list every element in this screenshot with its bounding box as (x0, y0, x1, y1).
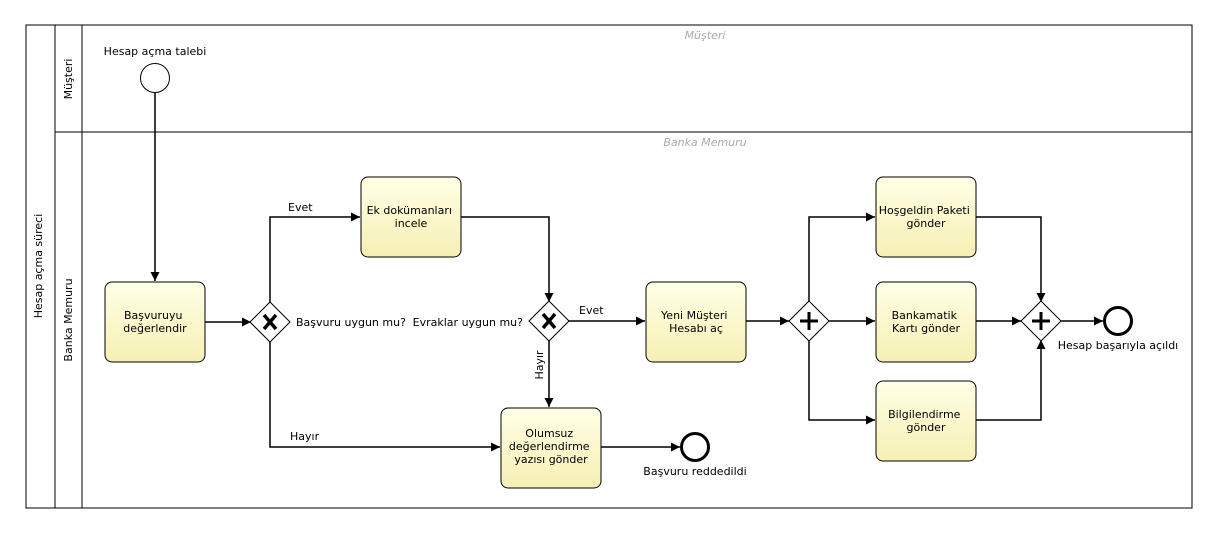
task-new-customer[interactable]: Yeni Müşteri Hesabı aç (645, 281, 747, 363)
flow-extra-to-g2 (461, 216, 554, 302)
end-event-rejected[interactable] (680, 432, 710, 462)
sequence-flows (150, 93, 1103, 452)
task-info-line1: Bilgilendirme (888, 408, 961, 421)
task-welcome-pack[interactable]: Hoşgeldin Paketi gönder (875, 176, 977, 258)
start-event[interactable] (140, 63, 170, 93)
task-welcome-pack-line2: gönder (907, 217, 946, 230)
end-event-success-label: Hesap başarıyla açıldı (1058, 339, 1179, 352)
parallel-plus-icon (800, 312, 818, 330)
gateway-application-ok[interactable] (249, 301, 291, 343)
flow-g1-yes (269, 212, 360, 303)
task-atm-card-line1: Bankamatik (892, 309, 958, 322)
task-evaluate-line1: Başvuruyu (124, 309, 182, 322)
task-evaluate-line2: değerlendir (123, 322, 187, 335)
gateway-parallel-join[interactable] (1020, 300, 1062, 342)
flow-label-g1-yes: Evet (288, 201, 313, 214)
flow-g1-no (269, 341, 500, 452)
exclusive-x-icon (541, 312, 557, 330)
pool: Hesap açma süreci (25, 24, 1193, 509)
task-extra-docs[interactable]: Ek dokümanları incele (360, 176, 462, 258)
gateway-documents-ok[interactable] (528, 300, 570, 342)
task-extra-docs-line2: incele (395, 217, 428, 230)
task-negative-letter-line3: yazısı gönder (514, 453, 588, 466)
svg-text:Yeni Müşteri Hesabı aç: Yeni Müşteri Hesabı aç (660, 309, 731, 335)
task-new-customer-line2: Hesabı aç (669, 322, 723, 335)
flow-fork-to-welcome (808, 212, 875, 302)
flow-label-g1-no: Hayır (290, 430, 320, 443)
svg-text:Bankamatik Kartı gönder: Bankamatik Kartı gönder (892, 309, 961, 335)
task-atm-card[interactable]: Bankamatik Kartı gönder (875, 281, 977, 363)
lane-clerk-title: Banka Memuru (663, 136, 746, 149)
flow-fork-to-info (808, 340, 875, 425)
task-info[interactable]: Bilgilendirme gönder (875, 380, 977, 462)
flow-info-to-join (975, 340, 1046, 421)
task-info-line2: gönder (907, 421, 946, 434)
task-welcome-pack-line1: Hoşgeldin Paketi (879, 204, 970, 217)
gateway-documents-ok-label: Evraklar uygun mu? (413, 316, 524, 329)
gateway-application-ok-label: Başvuru uygun mu? (296, 316, 406, 329)
lane-clerk: Banka Memuru Banka Memuru (62, 136, 747, 362)
flow-label-g2-yes: Evet (579, 304, 604, 317)
svg-text:Ek dokümanları incele: Ek dokümanları incele (367, 204, 456, 230)
task-atm-card-line2: Kartı gönder (892, 322, 961, 335)
task-negative-letter[interactable]: Olumsuz değerlendirme yazısı gönder (500, 407, 602, 489)
flow-label-g2-no: Hayır (533, 350, 546, 380)
lane-customer: Müşteri Müşteri (55, 25, 1192, 508)
end-event-success[interactable] (1103, 306, 1133, 336)
lane-customer-label: Müşteri (62, 59, 75, 100)
gateway-parallel-fork[interactable] (788, 300, 830, 342)
task-new-customer-line1: Yeni Müşteri (660, 309, 727, 322)
svg-text:Bilgilendirme gönder: Bilgilendirme gönder (888, 408, 964, 434)
task-evaluate[interactable]: Başvuruyu değerlendir (104, 281, 206, 363)
lane-clerk-label: Banka Memuru (62, 278, 75, 361)
svg-text:Olumsuz değerlendirme: Olumsuz değerlendirme yazısı gönder (509, 427, 593, 466)
end-event-rejected-label: Başvuru reddedildi (643, 465, 746, 478)
lane-customer-title: Müşteri (685, 29, 726, 42)
task-extra-docs-line1: Ek dokümanları (367, 204, 452, 217)
pool-label: Hesap açma süreci (32, 214, 45, 319)
task-negative-letter-line2: değerlendirme (509, 440, 590, 453)
svg-text:Hoşgeldin Paketi gönder: Hoşgeldin Paketi gönder (879, 204, 974, 230)
parallel-plus-icon (1032, 312, 1050, 330)
exclusive-x-icon (262, 313, 278, 331)
svg-text:Başvuruyu değerlendir: Başvuruyu değerlendir (123, 309, 187, 335)
task-negative-letter-line1: Olumsuz (525, 427, 573, 440)
start-event-label: Hesap açma talebi (104, 45, 207, 58)
flow-welcome-to-join (975, 216, 1046, 302)
